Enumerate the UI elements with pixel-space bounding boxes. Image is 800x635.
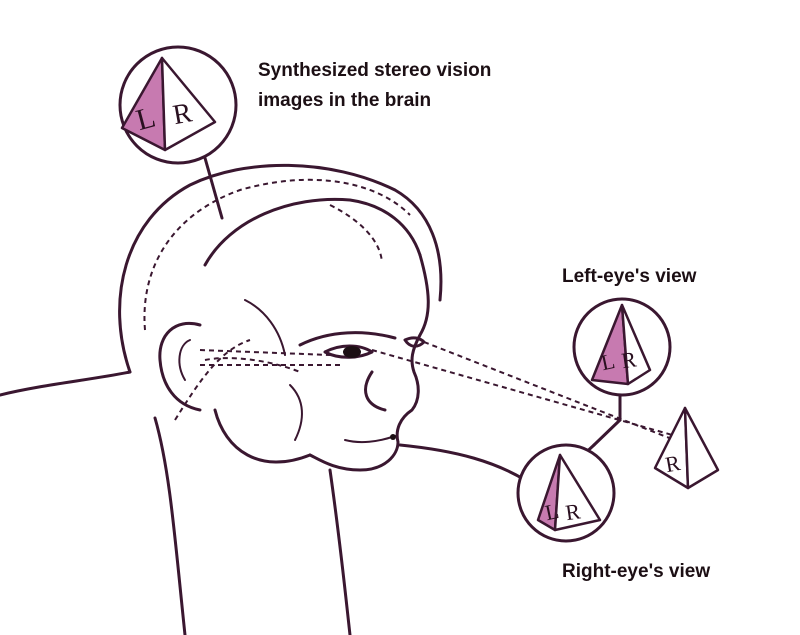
sight-line-left — [371, 349, 691, 441]
left-view-face-right — [620, 303, 652, 386]
back-of-head — [118, 163, 443, 374]
ear — [158, 322, 202, 412]
object-letter-r: R — [663, 450, 682, 477]
jaw-line — [213, 408, 312, 464]
brain-bubble-stem — [203, 156, 224, 220]
sight-line-right — [423, 341, 701, 451]
brain-caption-line1: Synthesized stereo vision — [258, 60, 492, 81]
brain-lower — [174, 339, 251, 421]
neck-back — [153, 416, 187, 635]
brain-stem — [204, 357, 301, 373]
brain-caption: Synthesized stereo vision images in the … — [258, 56, 491, 116]
nose — [364, 370, 387, 412]
cheek-wrinkle — [289, 384, 303, 441]
eye-left — [323, 344, 374, 359]
left-view-letter-r: R — [620, 346, 638, 373]
object-face-right — [683, 406, 720, 490]
left-eye-view-bubble: L R — [572, 297, 672, 447]
brain-image-bubble: L R — [118, 45, 238, 165]
shoulder-line — [0, 370, 132, 397]
bubble-link — [592, 418, 622, 447]
pyramid-object: R — [653, 406, 720, 490]
head-figure — [0, 163, 542, 635]
optic-path — [199, 349, 331, 356]
mole — [390, 434, 396, 440]
right-view-face-right — [553, 453, 602, 532]
right-eye-caption: Right-eye's view — [562, 561, 711, 582]
neck-front — [328, 468, 352, 635]
brow — [298, 331, 397, 347]
temple-wrinkle — [244, 299, 286, 356]
right-eye-view-bubble: L R — [516, 443, 616, 543]
brain-caption-line2: images in the brain — [258, 90, 432, 111]
right-view-letter-r: R — [564, 498, 582, 525]
right-view-letter-l: L — [543, 498, 561, 525]
left-view-letter-l: L — [599, 348, 617, 375]
pyramid-face-right — [160, 56, 217, 152]
eye-right — [403, 336, 426, 348]
mouth — [344, 435, 396, 444]
sight-lines — [199, 341, 701, 451]
pupil — [343, 346, 361, 358]
left-eye-caption: Left-eye's view — [562, 266, 697, 287]
hair-line — [203, 197, 422, 267]
brain-inner — [329, 204, 383, 263]
ear-inner — [178, 339, 191, 381]
brain-outline — [143, 178, 411, 331]
face-profile — [308, 253, 430, 472]
